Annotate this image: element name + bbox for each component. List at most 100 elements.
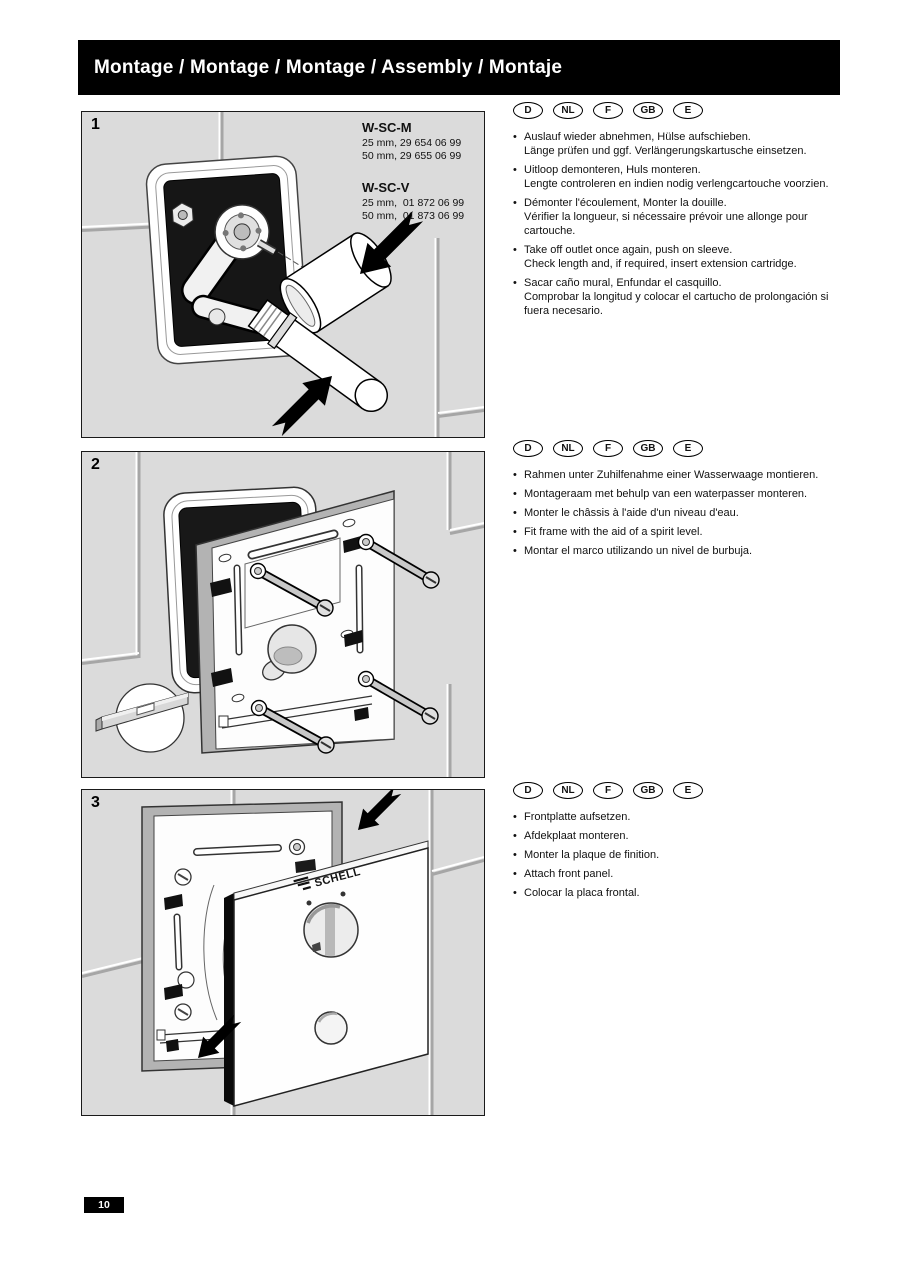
instruction-item-fr: • Monter le châssis à l'aide d'un niveau… [513, 506, 919, 520]
instruction-line: Fit frame with the aid of a spirit level… [524, 526, 703, 538]
instruction-line: Monter le châssis à l'aide d'un niveau d… [524, 507, 739, 519]
instruction-line: Länge prüfen und ggf. Verlängerungskartu… [524, 145, 807, 157]
figure-panel-step-1: 1 W-SC-M 25 mm, 29 654 06 99 50 mm, 29 6… [81, 111, 485, 438]
product-name: W-SC-V [362, 180, 410, 195]
instruction-item-en: • Attach front panel. [513, 867, 919, 881]
screw-top-left [249, 562, 334, 617]
instruction-line: Lengte controleren en indien nodig verle… [524, 178, 829, 190]
instructions-step-2: D NL F GB E • Rahmen unter Zuhilfenahme … [513, 440, 919, 563]
mounting-frame [195, 490, 395, 754]
product-code: 25 mm, 01 872 06 99 [362, 197, 465, 209]
lower-hole [314, 1011, 348, 1045]
product-code: 25 mm, 29 654 06 99 [362, 137, 462, 149]
language-badge-nl: NL [553, 782, 583, 799]
step-number-3: 3 [91, 794, 100, 811]
language-badge-gb: GB [633, 102, 663, 119]
schell-logo-icon [293, 876, 312, 891]
bullet-icon: • [513, 868, 517, 880]
bullet-icon: • [513, 197, 517, 209]
language-badges: D NL F GB E [513, 102, 919, 119]
bullet-icon: • [513, 830, 517, 842]
step-number-1: 1 [91, 116, 100, 133]
language-badges: D NL F GB E [513, 440, 919, 457]
instruction-item-de: • Auslauf wieder abnehmen, Hülse aufschi… [513, 130, 919, 158]
bullet-icon: • [513, 488, 517, 500]
instruction-item-en: • Fit frame with the aid of a spirit lev… [513, 525, 919, 539]
wall-rough-in-box [145, 155, 309, 365]
step-number-2: 2 [91, 456, 100, 473]
instruction-item-nl: • Afdekplaat monteren. [513, 829, 919, 843]
alignment-dash-line [277, 251, 305, 269]
figure-panel-step-2: 2 [81, 451, 485, 778]
language-badge-f: F [593, 102, 623, 119]
instructions-step-1: D NL F GB E • Auslauf wieder abnehmen, H… [513, 102, 919, 323]
instruction-item-de: • Frontplatte aufsetzen. [513, 810, 919, 824]
instruction-item-fr: • Monter la plaque de finition. [513, 848, 919, 862]
bullet-icon: • [513, 131, 517, 143]
instruction-item-nl: • Uitloop demonteren, Huls monteren. Len… [513, 163, 919, 191]
spirit-level-icon [95, 683, 189, 753]
bullet-icon: • [513, 164, 517, 176]
instructions-step-3: D NL F GB E • Frontplatte aufsetzen. • A… [513, 782, 919, 905]
language-badge-f: F [593, 440, 623, 457]
instruction-line: Auslauf wieder abnehmen, Hülse aufschieb… [524, 131, 751, 143]
instruction-item-es: • Sacar caño mural, Enfundar el casquill… [513, 276, 919, 318]
instruction-line: Uitloop demonteren, Huls monteren. [524, 164, 701, 176]
language-badges: D NL F GB E [513, 782, 919, 799]
bullet-icon: • [513, 849, 517, 861]
instruction-item-es: • Colocar la placa frontal. [513, 886, 919, 900]
instruction-line: fuera necesario. [524, 305, 603, 317]
instruction-line: Attach front panel. [524, 868, 614, 880]
figure-panel-step-3: SCHELL 3 [81, 789, 485, 1116]
product-wscm: W-SC-M 25 mm, 29 654 06 99 50 mm, 29 655… [362, 120, 464, 163]
instruction-item-fr: • Démonter l'écoulement, Monter la douil… [513, 196, 919, 238]
instruction-line: cartouche. [524, 225, 576, 237]
product-code: 50 mm, 29 655 06 99 [362, 150, 462, 162]
language-badge-nl: NL [553, 102, 583, 119]
product-codes-block: W-SC-M 25 mm, 29 654 06 99 50 mm, 29 655… [362, 120, 464, 223]
bullet-icon: • [513, 545, 517, 557]
instruction-line: Take off outlet once again, push on slee… [524, 244, 733, 256]
product-wscv: W-SC-V 25 mm, 01 872 06 99 50 mm, 01 873… [362, 180, 464, 223]
bullet-icon: • [513, 526, 517, 538]
instruction-line: Rahmen unter Zuhilfenahme einer Wasserwa… [524, 469, 819, 481]
screw-bottom-left [250, 699, 335, 754]
outlet-spout [247, 299, 389, 413]
instruction-line: Afdekplaat monteren. [524, 830, 629, 842]
attach-arrow-top-icon [358, 790, 402, 830]
panel-1-illustration [82, 112, 484, 437]
language-badge-gb: GB [633, 782, 663, 799]
instruction-line: Check length and, if required, insert ex… [524, 258, 797, 270]
page-number: 10 [84, 1197, 124, 1213]
attach-arrow-bottom-icon [198, 1014, 242, 1058]
front-panel: SCHELL [224, 840, 429, 1107]
bullet-icon: • [513, 811, 517, 823]
instruction-line: Comprobar la longitud y colocar el cartu… [524, 291, 829, 303]
language-badge-nl: NL [553, 440, 583, 457]
instruction-item-de: • Rahmen unter Zuhilfenahme einer Wasser… [513, 468, 919, 482]
language-badge-d: D [513, 102, 543, 119]
instruction-line: Monter la plaque de finition. [524, 849, 660, 861]
push-on-arrow-icon [360, 210, 424, 274]
instruction-line: Démonter l'écoulement, Monter la douille… [524, 197, 727, 209]
bullet-icon: • [513, 277, 517, 289]
language-badge-e: E [673, 440, 703, 457]
instruction-line: Sacar caño mural, Enfundar el casquillo. [524, 277, 722, 289]
language-badge-gb: GB [633, 440, 663, 457]
instruction-line: Montageraam met behulp van een waterpass… [524, 488, 808, 500]
instruction-item-en: • Take off outlet once again, push on sl… [513, 243, 919, 271]
keyhole-cutout [262, 624, 317, 681]
page-header: Montage / Montage / Montage / Assembly /… [78, 40, 840, 95]
tile-grout-lines [82, 452, 484, 777]
instruction-line: Montar el marco utilizando un nivel de b… [524, 545, 753, 557]
screw-bottom-right [357, 670, 439, 725]
instruction-line: Vérifier la longueur, si nécessaire prév… [524, 211, 808, 223]
instruction-item-nl: • Montageraam met behulp van een waterpa… [513, 487, 919, 501]
language-badge-d: D [513, 782, 543, 799]
bullet-icon: • [513, 469, 517, 481]
language-badge-f: F [593, 782, 623, 799]
bullet-icon: • [513, 887, 517, 899]
panel-2-illustration [82, 452, 484, 777]
panel-3-illustration: SCHELL [82, 790, 484, 1115]
